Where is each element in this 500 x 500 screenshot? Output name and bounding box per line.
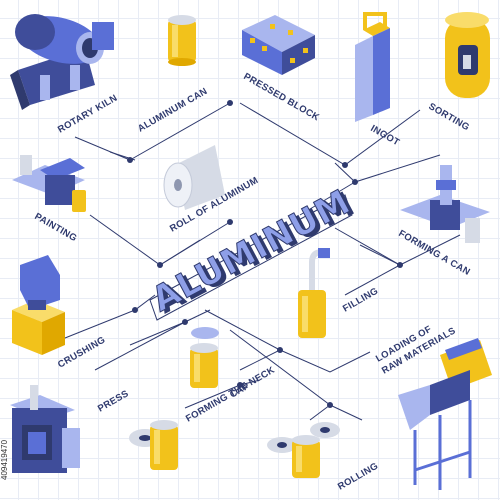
label-filling: FILLING bbox=[341, 286, 380, 315]
connector-roll bbox=[159, 221, 231, 266]
label-aluminum-can: ALUMINUM CAN bbox=[136, 86, 210, 135]
label-rolling: ROLLING bbox=[336, 461, 380, 493]
label-sorting: SORTING bbox=[427, 101, 472, 133]
cap-icon bbox=[190, 327, 219, 388]
sorting-bin-icon bbox=[445, 12, 490, 98]
connector-nodes bbox=[127, 100, 403, 408]
watermark-id: 409419470 bbox=[0, 439, 9, 480]
roll-icon bbox=[163, 145, 225, 210]
connector-to-title-top bbox=[299, 181, 356, 216]
connector-press-2 bbox=[129, 321, 186, 346]
label-press: PRESS bbox=[96, 388, 131, 414]
forming-machine-icon bbox=[400, 165, 490, 243]
connector-crushing bbox=[59, 294, 156, 341]
aluminum-can-icon bbox=[168, 15, 196, 66]
label-rotary-kiln: ROTARY KILN bbox=[56, 93, 120, 136]
label-pressed-block: PRESSED BLOCK bbox=[242, 71, 322, 123]
press-machine-icon bbox=[10, 385, 80, 473]
connector-loading bbox=[279, 349, 371, 373]
painting-machine-icon bbox=[12, 155, 86, 212]
connector-rolling-2 bbox=[329, 404, 363, 421]
labels: ROTARY KILN ALUMINUM CAN PRESSED BLOCK I… bbox=[33, 71, 472, 493]
label-forming-a-can: FORMING A CAN bbox=[397, 228, 472, 278]
connector-rolling bbox=[229, 329, 331, 421]
label-painting: PAINTING bbox=[33, 211, 79, 244]
pressed-block-icon bbox=[242, 15, 315, 75]
rolling-cans-icon bbox=[267, 422, 340, 478]
neck-forming-icon bbox=[129, 420, 178, 470]
rotary-kiln-icon bbox=[10, 14, 114, 110]
connector-sorting bbox=[334, 154, 441, 183]
loader-icon bbox=[398, 338, 492, 490]
filling-nozzle-icon bbox=[298, 248, 330, 338]
ingot-icon bbox=[355, 12, 390, 122]
crusher-icon bbox=[12, 255, 65, 355]
